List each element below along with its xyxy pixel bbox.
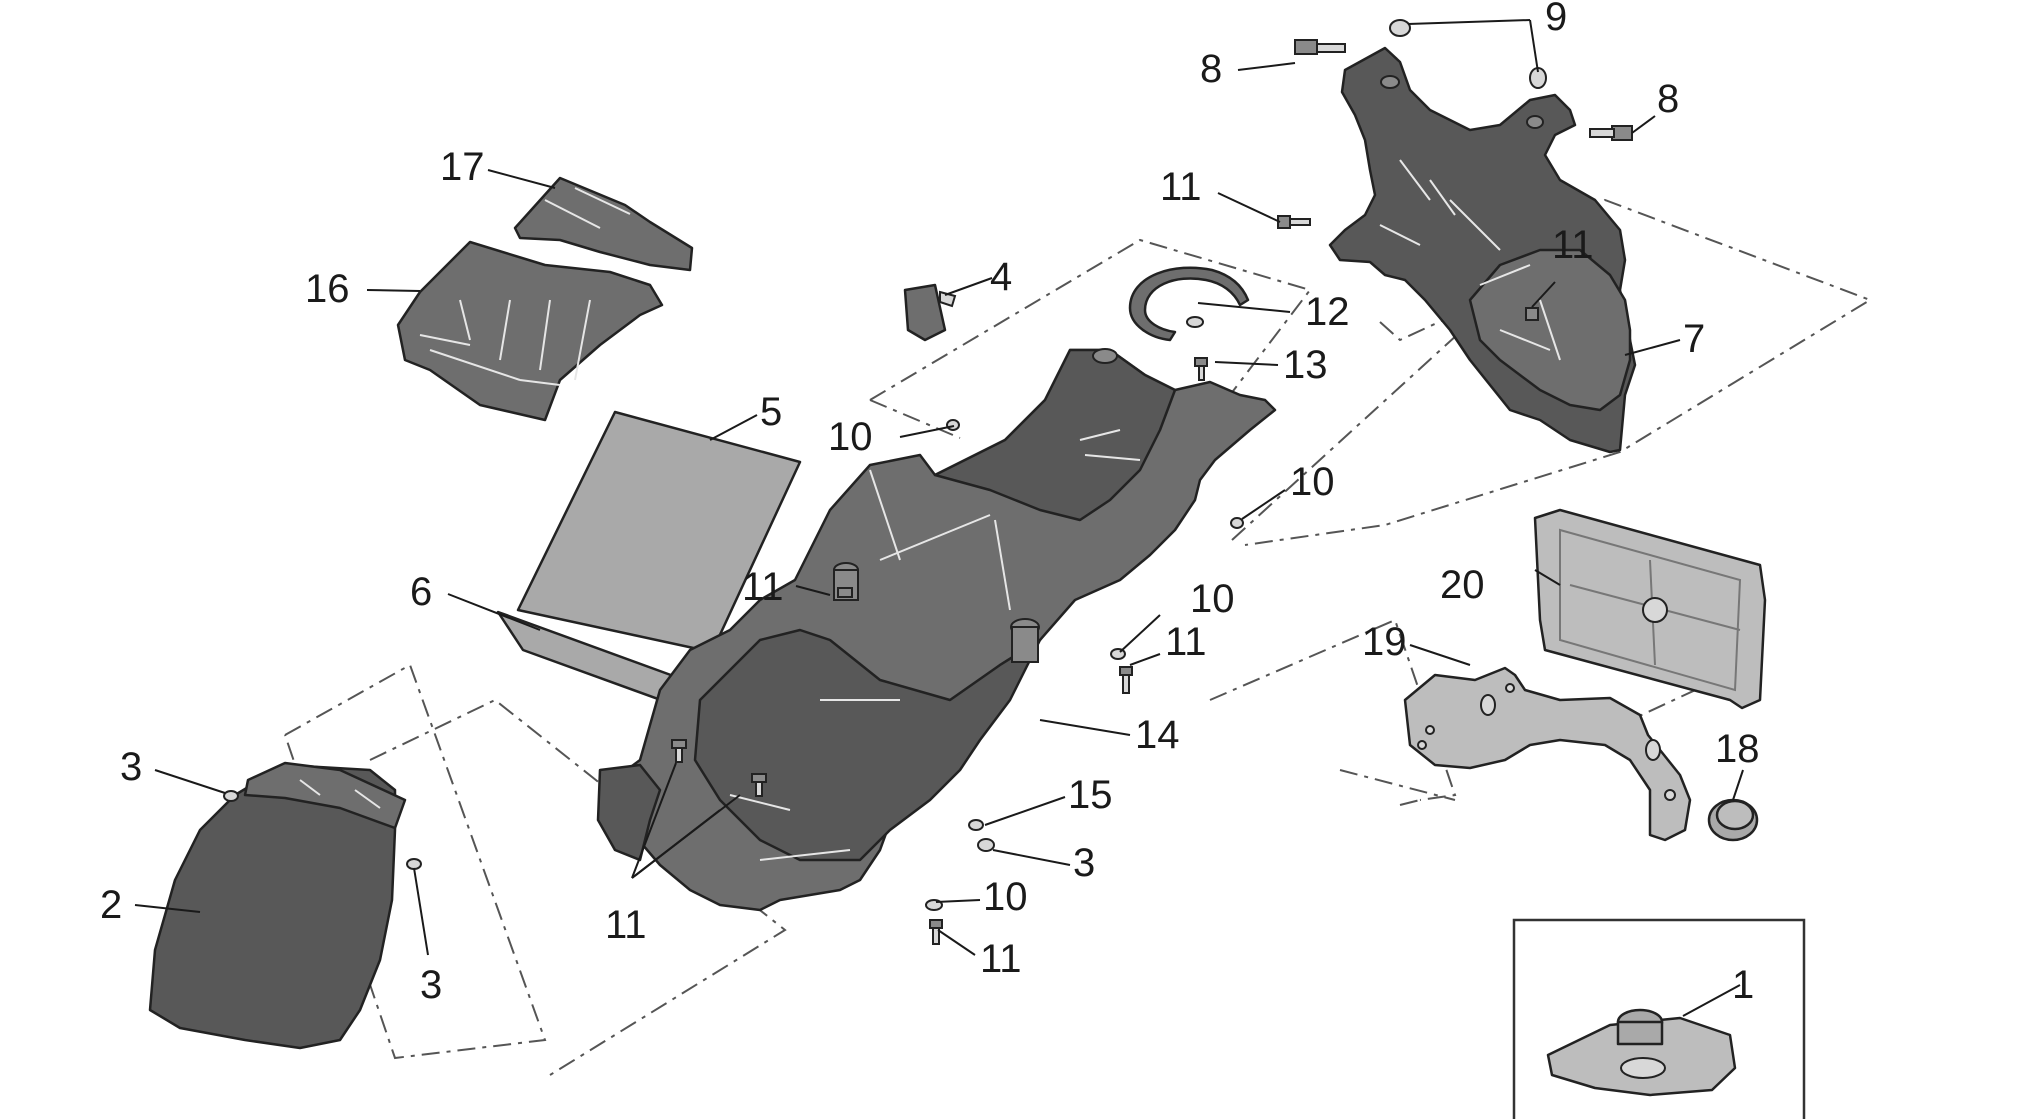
callout-8: 8: [1200, 47, 1222, 91]
callout-10: 10: [1190, 577, 1235, 621]
part-2-mudflap: [148, 761, 407, 1050]
callout-11: 11: [605, 903, 647, 947]
callout-6: 6: [410, 570, 432, 614]
callout-8: 8: [1657, 77, 1679, 121]
callout-11: 11: [1165, 620, 1207, 664]
callout-11: 11: [1160, 165, 1202, 209]
part-14-rear-fender: [596, 348, 1277, 912]
callout-7: 7: [1683, 317, 1705, 361]
part-12-clamp: [1128, 266, 1250, 342]
part-17-bracket: [513, 176, 694, 272]
callout-3: 3: [120, 745, 142, 789]
callout-13: 13: [1283, 343, 1328, 387]
part-16-cover-plate: [396, 240, 664, 422]
callout-18: 18: [1715, 727, 1760, 771]
callout-3: 3: [420, 963, 442, 1007]
callout-12: 12: [1305, 290, 1350, 334]
callout-11: 11: [980, 937, 1022, 981]
leader-lines: [134, 19, 1744, 1017]
callout-14: 14: [1135, 713, 1180, 757]
callout-labels: 1 2 3 3 3 4 5 6 7 8 8 9 10 10 10 10 11 1…: [100, 0, 1760, 1007]
part-4-clip: [903, 283, 957, 342]
callout-4: 4: [990, 255, 1012, 299]
callout-10: 10: [828, 415, 873, 459]
part-18-grommet: [1707, 798, 1759, 842]
callout-16: 16: [305, 267, 350, 311]
callout-17: 17: [440, 145, 485, 189]
callout-15: 15: [1068, 773, 1113, 817]
part-7-bracket-assembly: [1328, 46, 1637, 454]
callout-20: 20: [1440, 563, 1485, 607]
callout-11: 11: [742, 565, 784, 609]
part-20-plate-holder: [1533, 508, 1767, 710]
callout-9: 9: [1545, 0, 1567, 39]
callout-1: 1: [1732, 963, 1754, 1007]
callout-19: 19: [1362, 620, 1407, 664]
inset-detail-box: [1512, 918, 1806, 1119]
callout-11: 11: [1552, 223, 1594, 267]
callout-3: 3: [1073, 841, 1095, 885]
callout-10: 10: [1290, 460, 1335, 504]
part-19-bracket-plate: [1403, 666, 1692, 842]
callout-2: 2: [100, 883, 122, 927]
callout-5: 5: [760, 390, 782, 434]
callout-10: 10: [983, 875, 1028, 919]
